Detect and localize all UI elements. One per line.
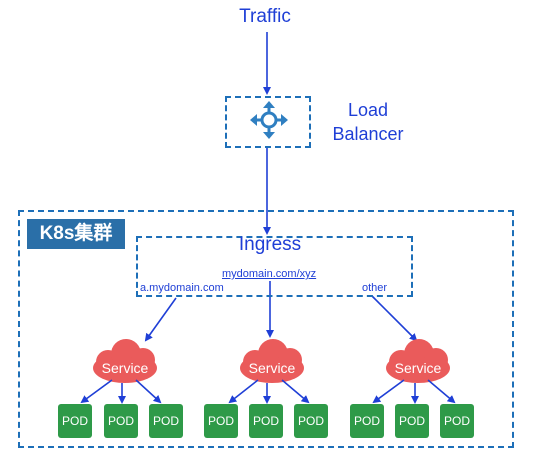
k8s-cluster-badge: K8s集群 <box>27 219 125 249</box>
pod-3-1: POD <box>350 404 384 438</box>
service-label-2: Service <box>248 360 296 376</box>
pod-3-2: POD <box>395 404 429 438</box>
ingress-title: Ingress <box>238 234 302 255</box>
arrow-service-3-pod-1 <box>372 379 405 404</box>
pod-1-3: POD <box>149 404 183 438</box>
load-balancer-icon <box>249 100 289 140</box>
load-balancer-label-line1: Load <box>347 100 389 120</box>
service-cloud-1 <box>93 339 157 383</box>
traffic-label: Traffic <box>239 6 291 27</box>
service-label-1: Service <box>101 360 149 376</box>
pod-1-2: POD <box>104 404 138 438</box>
service-label-3: Service <box>394 360 442 376</box>
pod-1-1: POD <box>58 404 92 438</box>
k8s-cluster-box <box>18 210 514 448</box>
route-label-a-domain: a.mydomain.com <box>140 282 224 294</box>
load-balancer-box <box>225 96 311 148</box>
pod-2-2: POD <box>249 404 283 438</box>
load-balancer-label-line2: Balancer <box>332 124 404 144</box>
arrow-service-2-pod-1 <box>228 379 259 404</box>
ingress-box <box>136 236 413 297</box>
route-label-xyz-path: mydomain.com/xyz <box>222 268 317 280</box>
service-cloud-2 <box>240 339 304 383</box>
pod-2-3: POD <box>294 404 328 438</box>
arrow-ingress-to-service-3 <box>371 295 418 342</box>
route-label-other: other <box>362 282 388 294</box>
arrow-service-1-pod-3 <box>135 379 162 404</box>
pod-3-3: POD <box>440 404 474 438</box>
pod-2-1: POD <box>204 404 238 438</box>
arrow-ingress-to-service-1 <box>144 297 177 342</box>
arrow-service-3-pod-3 <box>427 379 456 404</box>
arrow-service-1-pod-1 <box>80 379 113 404</box>
arrow-service-2-pod-3 <box>281 379 310 404</box>
load-balancer-label: Load Balancer <box>318 98 418 146</box>
service-cloud-3 <box>386 339 450 383</box>
